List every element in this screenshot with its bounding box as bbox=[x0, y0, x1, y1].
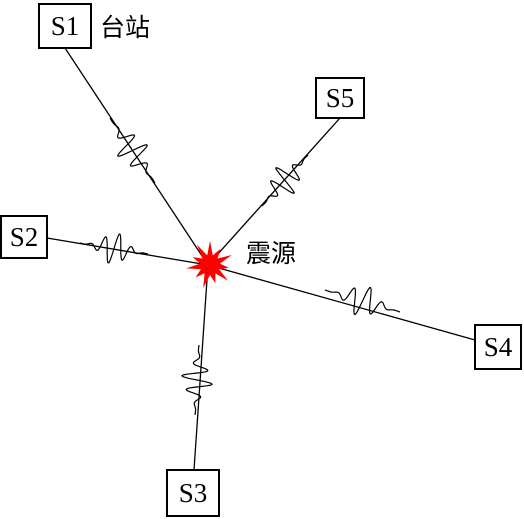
station-box bbox=[38, 3, 92, 49]
waveforms bbox=[79, 117, 401, 416]
waveform-s2 bbox=[79, 233, 149, 264]
station-label: S1 bbox=[51, 11, 80, 41]
station-s5: S5 bbox=[315, 77, 365, 119]
station-label: S2 bbox=[10, 222, 39, 252]
waveform-s4 bbox=[324, 286, 401, 316]
station-box bbox=[0, 215, 48, 259]
station-caption: 台站 bbox=[100, 13, 150, 42]
station-s1: S1 bbox=[38, 3, 92, 49]
station-s4: S4 bbox=[474, 324, 522, 370]
station-box bbox=[474, 324, 522, 370]
source-star-icon bbox=[186, 241, 232, 288]
ray-s5 bbox=[207, 117, 341, 266]
station-box bbox=[315, 77, 365, 119]
station-s2: S2 bbox=[0, 215, 48, 259]
station-label: S3 bbox=[179, 478, 208, 508]
waveform-s3 bbox=[181, 344, 213, 416]
ray-s1 bbox=[64, 47, 209, 266]
station-box bbox=[166, 469, 220, 517]
waveform-s5 bbox=[261, 154, 309, 207]
station-label: S4 bbox=[484, 332, 513, 362]
source-label: 震源 bbox=[246, 239, 296, 268]
station-s3: S3 bbox=[166, 469, 220, 517]
station-label: S5 bbox=[326, 83, 355, 113]
ray-s4 bbox=[207, 264, 476, 341]
waveform-s1 bbox=[109, 117, 156, 184]
